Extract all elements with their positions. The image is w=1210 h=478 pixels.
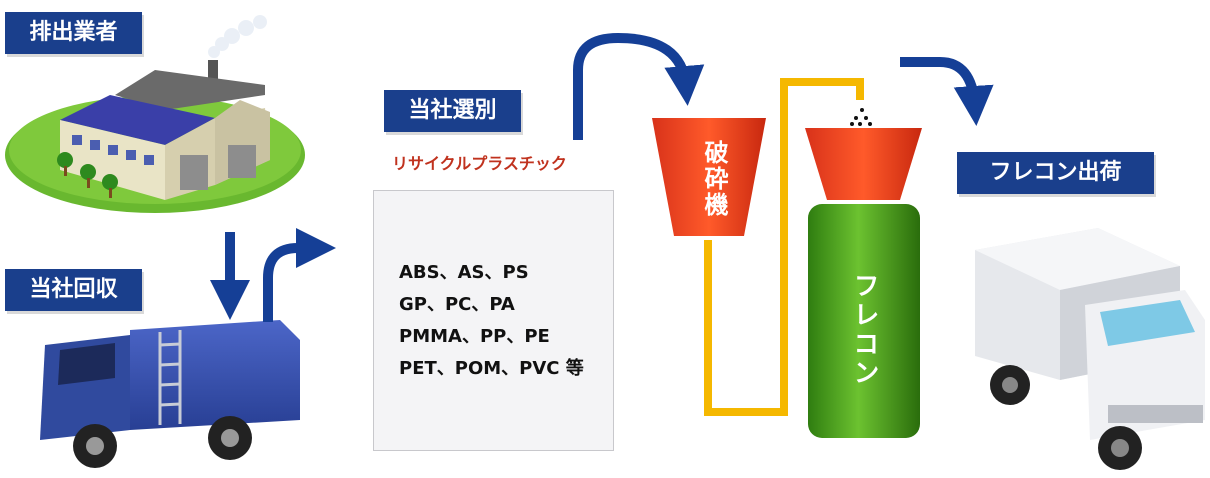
recycle-plastic-title: リサイクルプラスチック xyxy=(392,154,567,173)
flecon-label: フレコン xyxy=(849,272,879,388)
plastic-types-list: ABS、AS、PS GP、PC、PA PMMA、PP、PE PET、POM、PV… xyxy=(399,257,584,385)
pellets-icon xyxy=(850,108,872,126)
plastic-type-item: ABS、AS、PS xyxy=(399,262,529,283)
plastic-type-item: PET、POM、PVC 等 xyxy=(399,358,584,379)
transfer-pipe xyxy=(704,78,864,416)
collection-truck xyxy=(40,320,300,468)
sorting-label: 当社選別 xyxy=(384,90,521,132)
crusher-hopper xyxy=(652,118,766,236)
discharger-label: 排出業者 xyxy=(5,12,142,54)
shipping-truck xyxy=(975,228,1205,470)
factory-illustration xyxy=(5,15,305,213)
crusher-label: 破砕機 xyxy=(700,140,728,218)
flecon-bag xyxy=(808,204,920,438)
shipping-label: フレコン出荷 xyxy=(957,152,1154,194)
plastic-types-box: ABS、AS、PS GP、PC、PA PMMA、PP、PE PET、POM、PV… xyxy=(373,190,614,451)
plastic-type-item: PMMA、PP、PE xyxy=(399,326,550,347)
flow-arrows xyxy=(210,32,994,322)
plastic-type-item: GP、PC、PA xyxy=(399,294,515,315)
collection-label: 当社回収 xyxy=(5,269,142,311)
filling-hopper xyxy=(805,128,922,200)
